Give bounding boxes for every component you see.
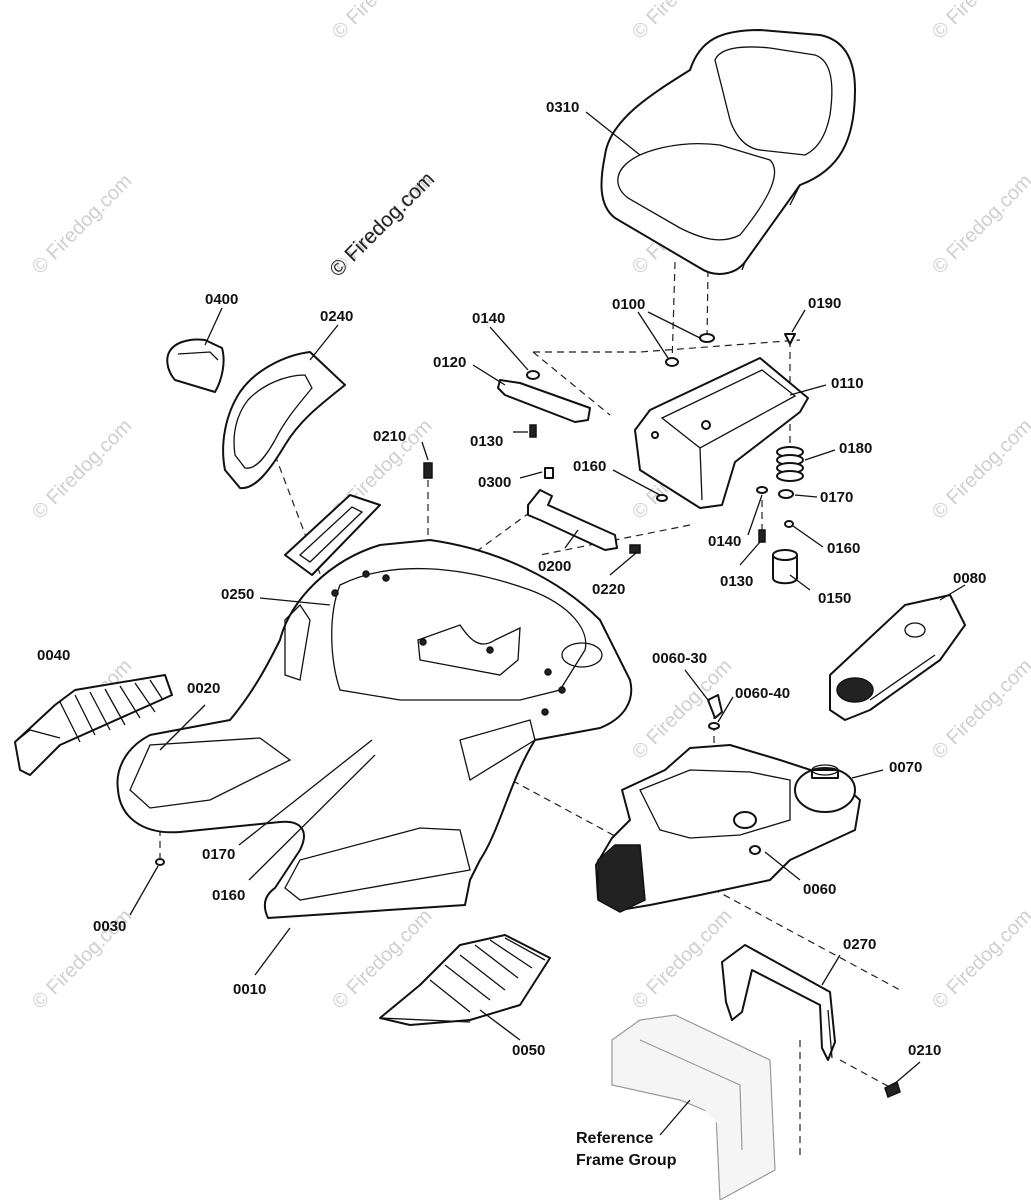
seat-pan-0110 [634,357,809,509]
elbow-0060-30 [707,694,723,730]
callout-0120: 0120 [433,354,466,371]
fender-0010 [116,539,633,919]
callout-0240: 0240 [320,308,353,325]
armrest-bracket [284,494,381,576]
footpad-0040 [14,674,173,776]
watermark-main: © Firedog.com [325,168,439,282]
watermark-tile: © Firedog.com [28,415,137,524]
callout-0220: 0220 [592,581,625,598]
leader-lines [129,111,966,1136]
bracket-0270 [721,944,836,1061]
callout-0160: 0160 [212,887,245,904]
callout-0400: 0400 [205,291,238,308]
callout-0020: 0020 [187,680,220,697]
callout-0030: 0030 [93,918,126,935]
fuel-tank-0060 [595,744,861,913]
callout-0060: 0060 [803,881,836,898]
bracket-0120 [497,379,591,423]
callout-0140: 0140 [708,533,741,550]
callout-0080: 0080 [953,570,986,587]
watermark-tile: © Firedog.com [928,0,1031,44]
seat [600,29,856,275]
callout-0300: 0300 [478,474,511,491]
callout-0050: 0050 [512,1042,545,1059]
callout-0210: 0210 [373,428,406,445]
watermark-tile: © Firedog.com [928,905,1031,1014]
armrest-0240 [222,351,346,490]
watermark-tile: © Firedog.com [928,170,1031,279]
footpad-0050 [379,934,551,1026]
watermark-tile: © Firedog.com [628,905,737,1014]
callout-0100: 0100 [612,296,645,313]
reference-frame [611,1014,776,1200]
spring-0180 [776,446,804,482]
callout-0250: 0250 [221,586,254,603]
callout-0130: 0130 [470,433,503,450]
callout-0110: 0110 [831,375,864,392]
watermark-tile: © Firedog.com [928,415,1031,524]
callout-0210: 0210 [908,1042,941,1059]
callout-0010: 0010 [233,981,266,998]
callout-0200: 0200 [538,558,571,575]
watermark-tile: © Firedog.com [28,170,137,279]
callout-0060-40: 0060-40 [735,685,790,702]
callout-0130: 0130 [720,573,753,590]
callout-0180: 0180 [839,440,872,457]
callout-0160: 0160 [573,458,606,475]
callout-0310: 0310 [546,99,579,116]
callout-0040: 0040 [37,647,70,664]
callout-labels: 0310 0400 0240 0140 0100 0190 0120 0110 … [37,99,986,1169]
callout-0190: 0190 [808,295,841,312]
rod-0200 [527,489,618,551]
callout-0070: 0070 [889,759,922,776]
callout-0170: 0170 [820,489,853,506]
callout-0150: 0150 [818,590,851,607]
callout-0140: 0140 [472,310,505,327]
gauge-0070 [794,764,856,813]
watermark-tile: © Firedog.com [328,0,437,44]
cupholder-0080 [829,594,966,721]
callout-0270: 0270 [843,936,876,953]
watermark-tile: © Firedog.com [928,655,1031,764]
callout-0170: 0170 [202,846,235,863]
knob-0400 [166,338,225,393]
callout-0160: 0160 [827,540,860,557]
reference-label-line2: Frame Group [576,1152,677,1169]
callout-0060-30: 0060-30 [652,650,707,667]
reference-label-line1: Reference [576,1130,653,1147]
